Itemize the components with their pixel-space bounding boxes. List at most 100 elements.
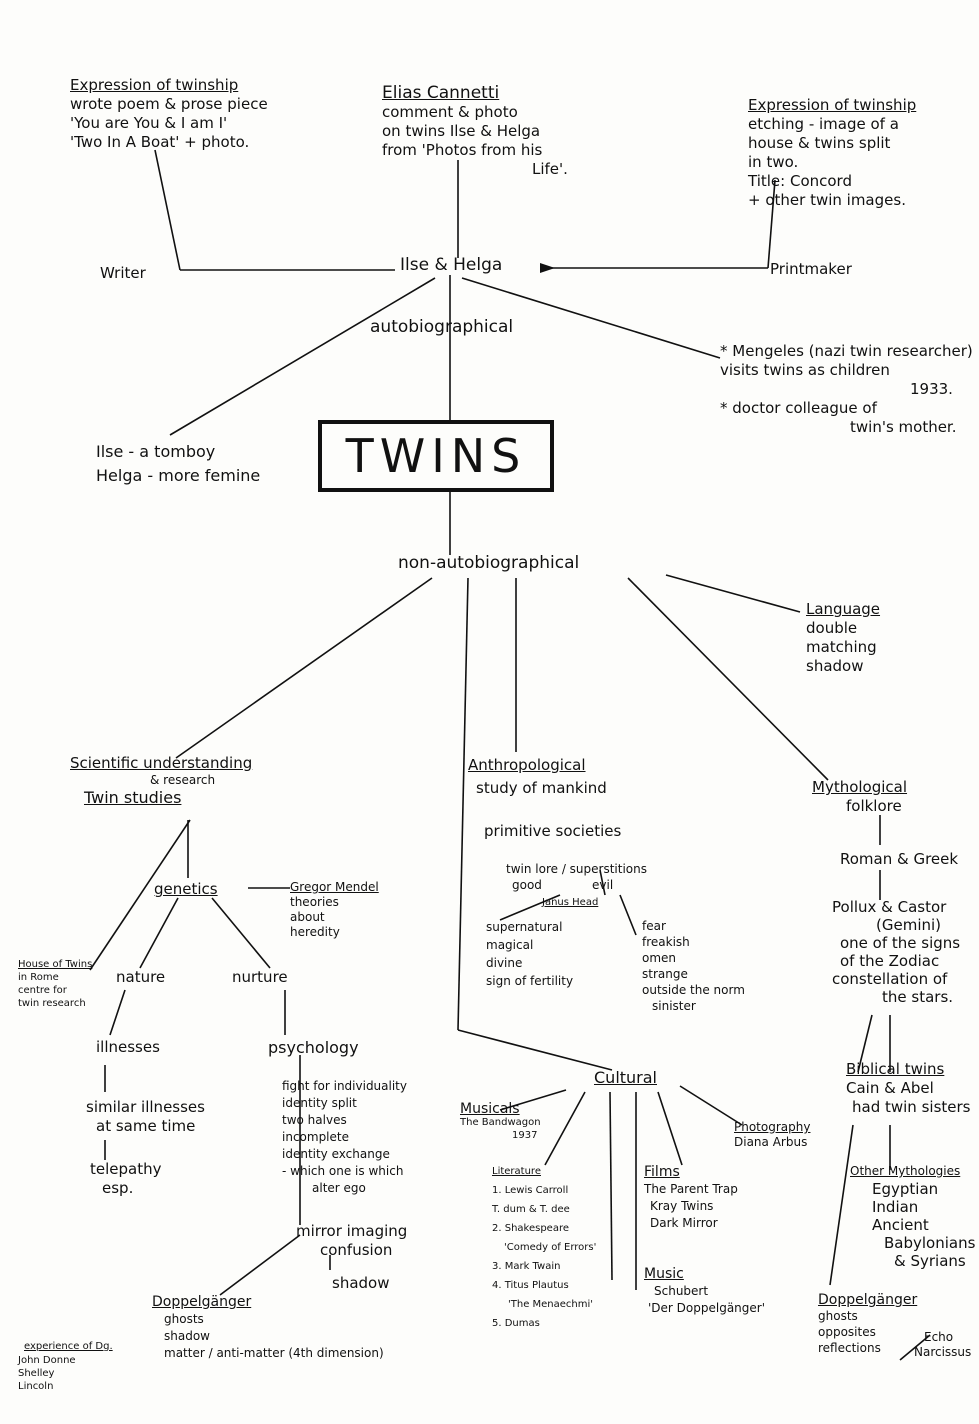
photography-block: Photography Diana Arbus <box>734 1120 810 1150</box>
ilse-helga-node: Ilse & Helga <box>400 255 503 275</box>
pollux-line: of the Zodiac <box>840 952 940 970</box>
telepathy-block: telepathy esp. <box>90 1160 161 1198</box>
echo-line: Echo <box>924 1330 954 1344</box>
psychology-item: incomplete <box>282 1130 349 1144</box>
expression-right-title: Expression of twinship <box>748 96 917 114</box>
literature-line: 4. Titus Plautus <box>492 1280 569 1291</box>
expression-right-line: Title: Concord <box>748 172 852 190</box>
good-item: magical <box>486 938 534 952</box>
evil-list: fear freakish omen strange outside the n… <box>642 918 745 1014</box>
psychology-item: two halves <box>282 1113 347 1127</box>
psychology-item: fight for individuality <box>282 1079 407 1093</box>
literature-line: 3. Mark Twain <box>492 1261 561 1272</box>
evil-item: omen <box>642 951 677 965</box>
canetti-line: Life'. <box>532 160 568 178</box>
mengeles-line: * doctor colleague of <box>720 399 877 417</box>
doppelganger-right-line: reflections <box>818 1341 881 1355</box>
doppelganger-left-line: shadow <box>164 1329 210 1343</box>
evil-label: evil <box>592 878 614 892</box>
doppelganger-right-line: opposites <box>818 1325 876 1339</box>
pollux-line: (Gemini) <box>876 916 942 934</box>
janus-head-label: Janus Head <box>542 897 599 908</box>
canetti-line: from 'Photos from his <box>382 141 543 159</box>
printmaker-label: Printmaker <box>770 260 852 278</box>
expression-right-line: in two. <box>748 153 799 171</box>
mengeles-title: * Mengeles (nazi twin researcher) <box>720 342 973 360</box>
good-list: supernatural magical divine sign of fert… <box>486 918 573 990</box>
doppelganger-left-line: ghosts <box>164 1312 204 1326</box>
canetti-block: Elias Cannetti comment & photo on twins … <box>382 84 568 179</box>
tomboy-line: Ilse - a tomboy <box>96 442 216 461</box>
experience-dg-title: experience of Dg. <box>24 1341 113 1352</box>
expression-left-block: Expression of twinship wrote poem & pros… <box>70 76 268 152</box>
psychology-item: identity exchange <box>282 1147 390 1161</box>
psychology-item: alter ego <box>312 1181 366 1195</box>
other-mythologies-line: & Syrians <box>894 1252 966 1270</box>
nurture-node: nurture <box>232 968 288 986</box>
musicals-title: Musicals <box>460 1101 520 1117</box>
canetti-line: on twins Ilse & Helga <box>382 122 541 140</box>
music-title: Music <box>644 1266 684 1282</box>
anthropological-sub: study of mankind <box>476 779 607 797</box>
mirror-line: confusion <box>320 1241 393 1259</box>
twin-lore-node: twin lore / superstitions <box>506 862 647 876</box>
tomboy-block: Ilse - a tomboy Helga - more femine <box>96 440 260 488</box>
literature-line: T. dum & T. dee <box>492 1204 570 1215</box>
literature-title: Literature <box>492 1166 541 1177</box>
language-line: double <box>806 619 858 637</box>
doppelganger-right-line: ghosts <box>818 1309 858 1323</box>
musicals-line: 1937 <box>512 1130 538 1141</box>
scientific-title: Scientific understanding <box>70 754 253 772</box>
pollux-line: Pollux & Castor <box>832 898 947 916</box>
house-of-twins-line: twin research <box>18 998 86 1009</box>
mendel-line: heredity <box>290 925 340 939</box>
experience-name: John Donne <box>18 1355 76 1366</box>
expression-left-line: 'You are You & I am I' <box>70 114 228 132</box>
evil-item: fear <box>642 919 666 933</box>
language-line: matching <box>806 638 877 656</box>
roman-greek-node: Roman & Greek <box>840 850 959 868</box>
language-block: Language double matching shadow <box>806 600 880 676</box>
genetics-node: genetics <box>154 880 218 898</box>
music-block: Music Schubert 'Der Doppelgänger' <box>644 1266 765 1317</box>
biblical-line: Cain & Abel <box>846 1079 934 1097</box>
literature-line: 1. Lewis Carroll <box>492 1185 569 1196</box>
doppelganger-left-block: Doppelgänger ghosts shadow matter / anti… <box>152 1294 384 1362</box>
evil-item: freakish <box>642 935 690 949</box>
experience-name: Shelley <box>18 1368 55 1379</box>
good-item: sign of fertility <box>486 974 574 988</box>
language-line: shadow <box>806 657 864 675</box>
biblical-block: Biblical twins Cain & Abel had twin sist… <box>846 1060 970 1117</box>
psychology-item: - which one is which <box>282 1164 404 1178</box>
films-line: Kray Twins <box>650 1199 714 1213</box>
central-title-box: TWINS <box>318 420 554 492</box>
other-mythologies-line: Babylonians <box>884 1234 976 1252</box>
echo-block: Echo Narcissus <box>914 1330 971 1360</box>
psychology-item: identity split <box>282 1096 357 1110</box>
telepathy-line: telepathy <box>90 1160 162 1178</box>
psychology-list: fight for individuality identity split t… <box>282 1078 407 1197</box>
good-label: good <box>512 878 542 892</box>
films-block: Films The Parent Trap Kray Twins Dark Mi… <box>644 1164 738 1232</box>
writer-label: Writer <box>100 264 146 282</box>
canetti-line: comment & photo <box>382 103 518 121</box>
photography-title: Photography <box>734 1120 811 1134</box>
other-mythologies-block: Other Mythologies Egyptian Indian Ancien… <box>850 1162 975 1270</box>
expression-right-line: house & twins split <box>748 134 891 152</box>
doppelganger-right-title: Doppelgänger <box>818 1292 918 1308</box>
doppelganger-left-line: matter / anti-matter (4th dimension) <box>164 1346 384 1360</box>
good-item: divine <box>486 956 523 970</box>
films-title: Films <box>644 1164 680 1180</box>
experience-name: Lincoln <box>18 1381 54 1392</box>
echo-line: Narcissus <box>914 1345 972 1359</box>
language-title: Language <box>806 600 881 618</box>
autobiographical-node: autobiographical <box>370 317 514 337</box>
pollux-line: the stars. <box>882 988 954 1006</box>
similar-illnesses-block: similar illnesses at same time <box>86 1098 205 1136</box>
biblical-line: had twin sisters <box>852 1098 971 1116</box>
expression-left-line: wrote poem & prose piece <box>70 95 268 113</box>
expression-left-line: 'Two In A Boat' + photo. <box>70 133 250 151</box>
nature-node: nature <box>116 968 166 986</box>
tomboy-line: Helga - more femine <box>96 466 261 485</box>
